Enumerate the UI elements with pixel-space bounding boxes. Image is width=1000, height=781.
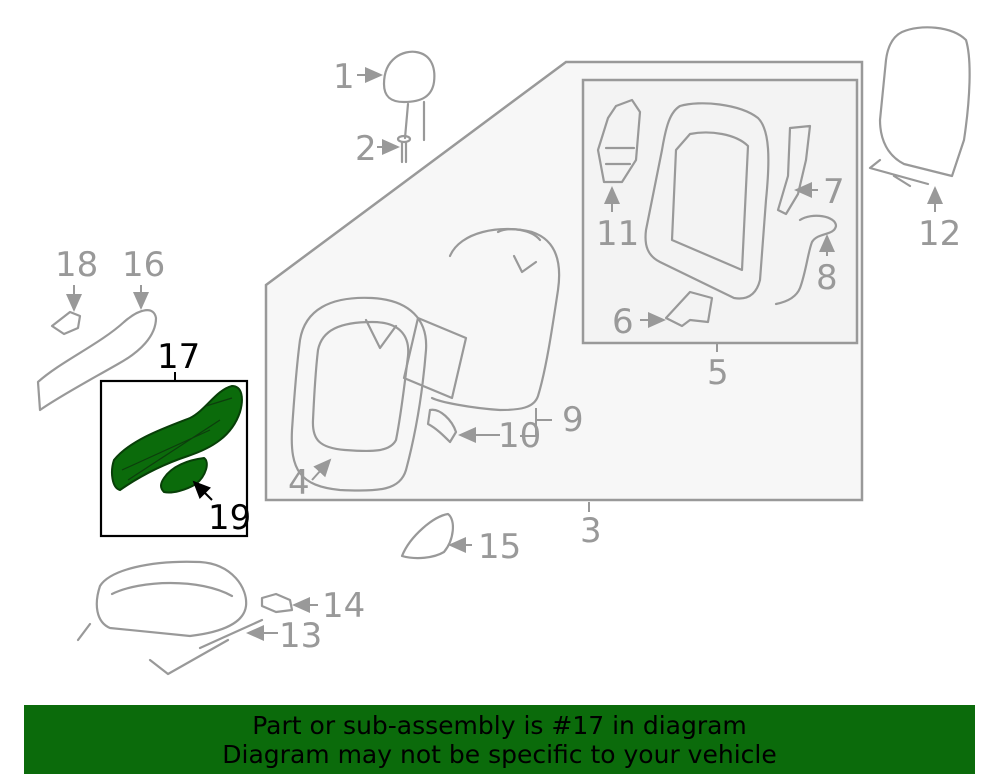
callout-14[interactable]: 14 bbox=[322, 586, 365, 626]
callout-16[interactable]: 16 bbox=[122, 245, 165, 285]
seat-back-frame-part bbox=[644, 102, 770, 300]
headrest-part bbox=[382, 50, 436, 142]
callout-5[interactable]: 5 bbox=[707, 353, 729, 393]
callout-8[interactable]: 8 bbox=[816, 258, 838, 298]
callout-15[interactable]: 15 bbox=[478, 527, 521, 567]
info-banner: Part or sub-assembly is #17 in diagram D… bbox=[24, 705, 975, 774]
seat-back-rear-panel-part bbox=[868, 26, 971, 188]
side-shield-highlighted-part bbox=[111, 384, 243, 492]
parts-diagram: 1 2 3 4 5 6 7 8 9 10 11 12 13 14 15 16 1… bbox=[36, 26, 971, 676]
side-cover-part bbox=[400, 512, 454, 560]
callout-7[interactable]: 7 bbox=[823, 172, 845, 212]
callout-13[interactable]: 13 bbox=[279, 616, 322, 656]
callout-2[interactable]: 2 bbox=[355, 129, 377, 169]
frame-subassembly-box bbox=[581, 78, 859, 345]
seat-cushion-part bbox=[76, 560, 264, 676]
seat-back-cover-part bbox=[290, 296, 428, 492]
wire-harness-part bbox=[774, 214, 838, 306]
callout-12[interactable]: 12 bbox=[918, 214, 961, 254]
seat-back-panel-part bbox=[430, 228, 561, 412]
callout-19[interactable]: 19 bbox=[208, 498, 251, 538]
small-bracket-part bbox=[260, 592, 294, 614]
seat-pad-part bbox=[402, 316, 468, 400]
clip-part bbox=[426, 408, 458, 444]
callout-1[interactable]: 1 bbox=[333, 57, 355, 97]
callout-3[interactable]: 3 bbox=[580, 511, 602, 551]
bolt-part bbox=[396, 134, 412, 164]
callout-11[interactable]: 11 bbox=[596, 214, 639, 254]
cap-part bbox=[50, 310, 82, 336]
trim-part bbox=[776, 124, 812, 216]
motor-part bbox=[596, 98, 642, 184]
side-shield-part bbox=[36, 309, 158, 412]
banner-line-2: Diagram may not be specific to your vehi… bbox=[222, 740, 777, 769]
callout-18[interactable]: 18 bbox=[55, 245, 98, 285]
banner-line-1: Part or sub-assembly is #17 in diagram bbox=[252, 711, 747, 740]
bracket-part bbox=[664, 290, 714, 328]
callout-17[interactable]: 17 bbox=[157, 337, 200, 377]
callout-9[interactable]: 9 bbox=[562, 400, 584, 440]
callout-6[interactable]: 6 bbox=[612, 302, 634, 342]
callout-10[interactable]: 10 bbox=[498, 416, 541, 456]
callout-4[interactable]: 4 bbox=[288, 463, 310, 503]
